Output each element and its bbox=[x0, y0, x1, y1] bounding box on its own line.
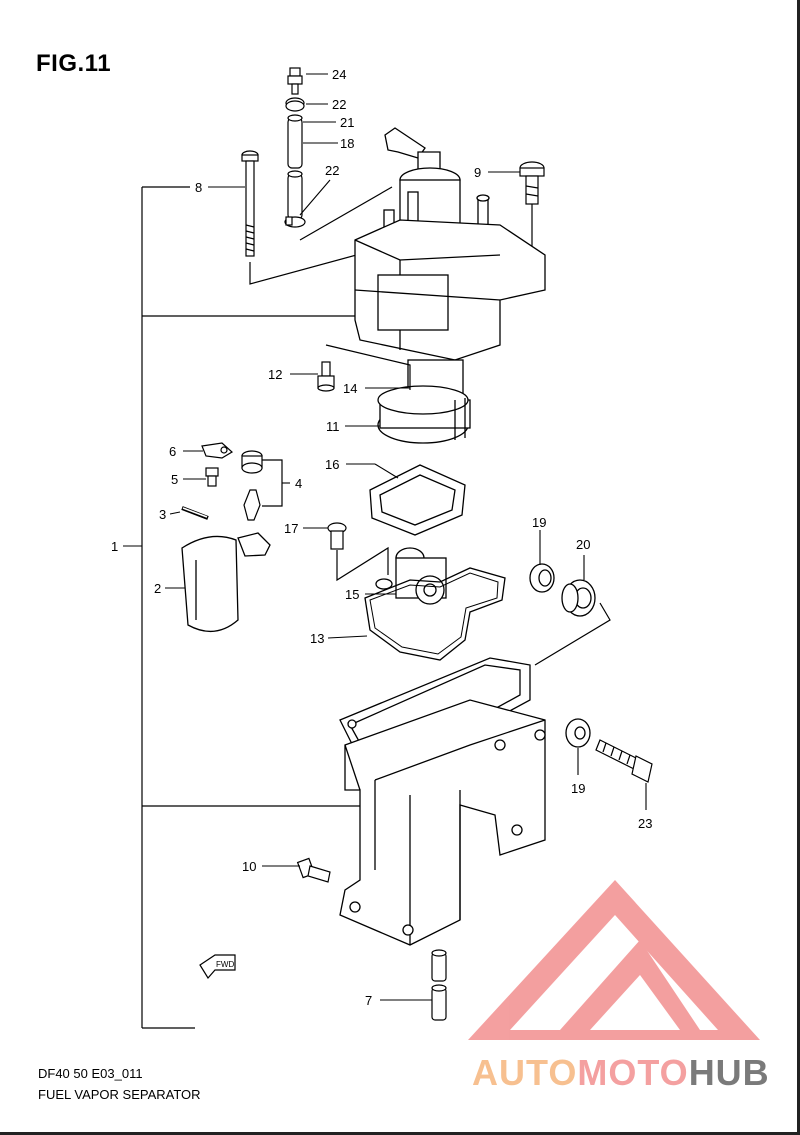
callout-24: 24 bbox=[332, 67, 346, 82]
part-4-needle-valve bbox=[241, 450, 263, 521]
fwd-direction-arrow: FWD bbox=[199, 954, 236, 980]
leader-lines bbox=[123, 73, 647, 1001]
group-bracket-1 bbox=[141, 186, 360, 1029]
watermark-logo bbox=[468, 880, 760, 1040]
watermark-moto: MOTO bbox=[577, 1052, 689, 1093]
callout-12: 12 bbox=[268, 367, 282, 382]
callout-13: 13 bbox=[310, 631, 324, 646]
part-12-bolt bbox=[317, 361, 335, 392]
callout-21: 21 bbox=[340, 115, 354, 130]
part-18-hose bbox=[287, 114, 303, 220]
watermark-auto: AUTO bbox=[472, 1052, 578, 1093]
callout-19-lower: 19 bbox=[571, 781, 585, 796]
callout-15: 15 bbox=[345, 587, 359, 602]
part-22-clamp-upper bbox=[285, 97, 305, 112]
bracket-4 bbox=[262, 459, 283, 507]
fwd-label: FWD bbox=[216, 960, 234, 969]
callout-18: 18 bbox=[340, 136, 354, 151]
callout-4: 4 bbox=[295, 476, 302, 491]
figure-title: FIG.11 bbox=[36, 50, 112, 77]
callout-22-lower: 22 bbox=[325, 163, 339, 178]
part-19-bushing-lower bbox=[565, 718, 591, 748]
part-22-clamp-lower bbox=[284, 216, 306, 228]
part-13-gasket-ring bbox=[364, 567, 506, 661]
callout-23: 23 bbox=[638, 816, 652, 831]
callout-5: 5 bbox=[171, 472, 178, 487]
part-1-separator-body bbox=[339, 657, 546, 946]
part-11-separator-upper bbox=[354, 127, 546, 444]
callout-2: 2 bbox=[154, 581, 161, 596]
part-7-hose bbox=[431, 949, 447, 1021]
part-9-screw bbox=[519, 161, 545, 265]
frame-border-bottom bbox=[0, 1132, 800, 1135]
part-23-bolt bbox=[595, 739, 653, 783]
figure-code: DF40 50 E03_011 bbox=[38, 1066, 143, 1081]
part-15-valve bbox=[375, 547, 447, 605]
callout-6: 6 bbox=[169, 444, 176, 459]
callout-7: 7 bbox=[365, 993, 372, 1008]
alignment-line-20 bbox=[534, 602, 611, 666]
part-24-bolt bbox=[287, 67, 303, 95]
callout-3: 3 bbox=[159, 507, 166, 522]
callout-numbers: 24 22 21 18 22 8 9 12 14 11 6 5 4 3 1 2 … bbox=[111, 67, 652, 1008]
part-10-screw bbox=[296, 857, 331, 883]
callout-1: 1 bbox=[111, 539, 118, 554]
callout-20: 20 bbox=[576, 537, 590, 552]
callout-17: 17 bbox=[284, 521, 298, 536]
callout-8: 8 bbox=[195, 180, 202, 195]
frame-border-right bbox=[797, 0, 800, 1135]
watermark-text: AUTOMOTOHUB bbox=[472, 1052, 770, 1094]
alignment-line-14 bbox=[325, 344, 411, 390]
part-6-clip bbox=[201, 442, 234, 459]
callout-9: 9 bbox=[474, 165, 481, 180]
callout-19-upper: 19 bbox=[532, 515, 546, 530]
part-16-gasket bbox=[369, 464, 466, 536]
callout-11: 11 bbox=[326, 419, 340, 434]
part-5-screw bbox=[205, 467, 219, 487]
part-19-bushing-upper bbox=[529, 563, 555, 593]
alignment-lines-top bbox=[249, 186, 393, 285]
part-8-long-bolt bbox=[241, 150, 259, 257]
part-2-float bbox=[181, 532, 271, 632]
callout-22-upper: 22 bbox=[332, 97, 346, 112]
part-17-screw bbox=[327, 522, 347, 550]
alignment-line-17 bbox=[336, 546, 389, 582]
callout-16: 16 bbox=[325, 457, 339, 472]
callout-14: 14 bbox=[343, 381, 357, 396]
watermark-hub: HUB bbox=[688, 1052, 770, 1093]
part-20-grommet bbox=[561, 579, 596, 617]
figure-name: FUEL VAPOR SEPARATOR bbox=[38, 1087, 201, 1102]
callout-10: 10 bbox=[242, 859, 256, 874]
